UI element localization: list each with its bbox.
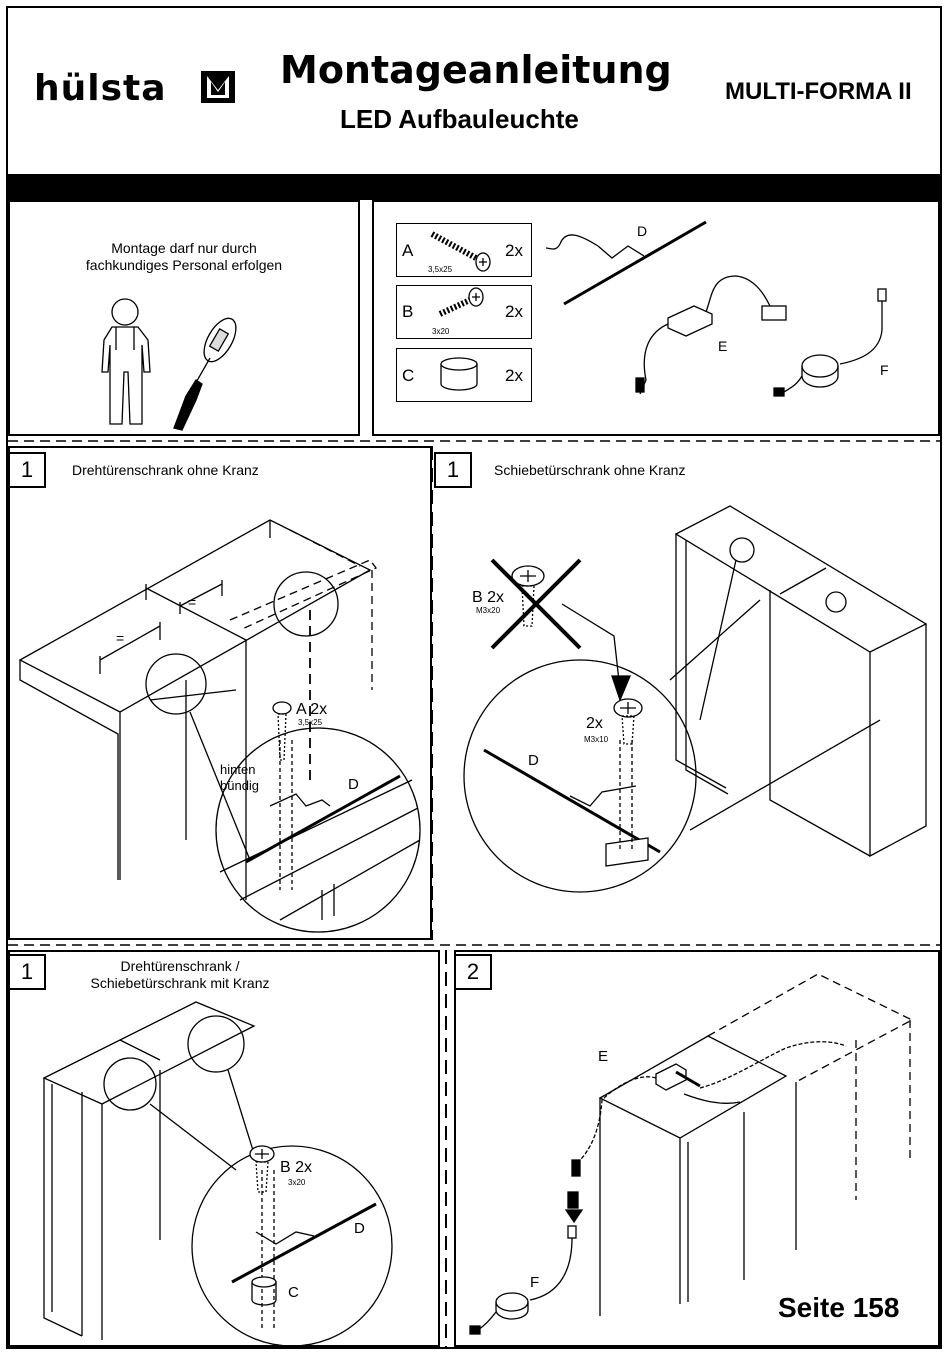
part-a-letter: A: [402, 241, 414, 260]
step-1c-screw-size: 3x20: [288, 1178, 306, 1187]
panel-parts: [372, 200, 940, 436]
safety-notice-line1: Montage darf nur durch: [111, 240, 257, 256]
cabinet-with-crown-drawing: [42, 1001, 393, 1347]
panel-notice: [8, 200, 360, 436]
step-1a-screw-size: 3,5x25: [298, 718, 323, 727]
step-1a-note-line1: hinten: [220, 762, 256, 777]
part-box-a: [396, 223, 532, 277]
screwdriver-icon: [173, 317, 237, 431]
part-a-qty: 2x: [505, 241, 523, 260]
step-1c-part-d: D: [354, 1220, 365, 1237]
cabinet-wiring-drawing: [469, 973, 914, 1335]
step-1b-screw-size: M3x10: [584, 735, 609, 744]
screw-b-icon: [438, 287, 484, 317]
led-bar-d-icon: [545, 220, 707, 306]
step-1a-note: hinten bündig: [220, 762, 259, 793]
safety-notice: Montage darf nur durch fachkundiges Pers…: [64, 240, 304, 274]
step-1a-equal-1: =: [116, 630, 125, 646]
document-subtitle: LED Aufbauleuchte: [340, 104, 579, 134]
step-number-1a: 1: [8, 452, 46, 488]
step-1c-caption: Drehtürenschrank / Schiebetürschrank mit…: [70, 958, 290, 992]
header-divider-band: [8, 174, 940, 200]
step-number-1c: 1: [8, 954, 46, 990]
page-number: Seite 158: [778, 1292, 900, 1323]
panel-step-2: [454, 950, 940, 1347]
step-2-part-f: F: [530, 1274, 540, 1291]
part-c-letter: C: [402, 366, 415, 385]
part-box-b: [396, 285, 532, 339]
brand-logo-text: hülsta: [34, 68, 167, 109]
part-b-letter: B: [402, 302, 414, 321]
step-1c-part-c: C: [288, 1284, 299, 1301]
step-1a-part-label: D: [348, 776, 359, 793]
cabinet-sliding-door-drawing: [463, 505, 928, 893]
component-d-label: D: [637, 223, 648, 239]
step-1b-wrong-size: M3x20: [476, 606, 501, 615]
step-number-2: 2: [454, 954, 492, 990]
brand-logo-icon: [201, 71, 235, 103]
step-1b-wrong-label: B 2x: [472, 589, 505, 606]
step-number-1b: 1: [434, 452, 472, 488]
panel-step-1a: [8, 446, 432, 940]
step-1b-caption: Schiebetürschrank ohne Kranz: [494, 462, 686, 478]
part-a-size: 3,5x25: [428, 265, 453, 274]
step-1b-screw-label: 2x: [586, 715, 603, 732]
document-title: Montageanleitung: [280, 48, 672, 92]
step-1c-caption-line1: Drehtürenschrank /: [120, 958, 240, 974]
transformer-e-icon: [635, 275, 787, 395]
step-1a-equal-2: =: [188, 594, 197, 610]
step-1c-screw-label: B 2x: [280, 1159, 313, 1176]
step-1a-caption: Drehtürenschrank ohne Kranz: [72, 462, 259, 478]
panel-step-1c: [8, 950, 440, 1347]
component-e-label: E: [718, 338, 728, 354]
safety-notice-line2: fachkundiges Personal erfolgen: [85, 256, 283, 273]
step-1c-caption-line2: Schiebetürschrank mit Kranz: [90, 974, 270, 991]
worker-icon: [101, 298, 151, 425]
switch-f-icon: [773, 288, 887, 397]
step-1a-screw-label: A 2x: [296, 701, 328, 718]
screw-a-icon: [430, 231, 491, 272]
step-2-part-e: E: [598, 1048, 609, 1065]
part-b-qty: 2x: [505, 302, 523, 321]
spacer-c-icon: [440, 357, 478, 391]
cabinet-swing-door-drawing: [18, 519, 421, 933]
model-name: MULTI-FORMA II: [725, 78, 912, 105]
step-1a-note-line2: bündig: [220, 777, 260, 793]
part-box-c: [396, 348, 532, 402]
component-f-label: F: [880, 362, 889, 378]
part-b-size: 3x20: [432, 327, 450, 336]
part-c-qty: 2x: [505, 366, 523, 385]
step-1b-part-label: D: [528, 752, 539, 769]
